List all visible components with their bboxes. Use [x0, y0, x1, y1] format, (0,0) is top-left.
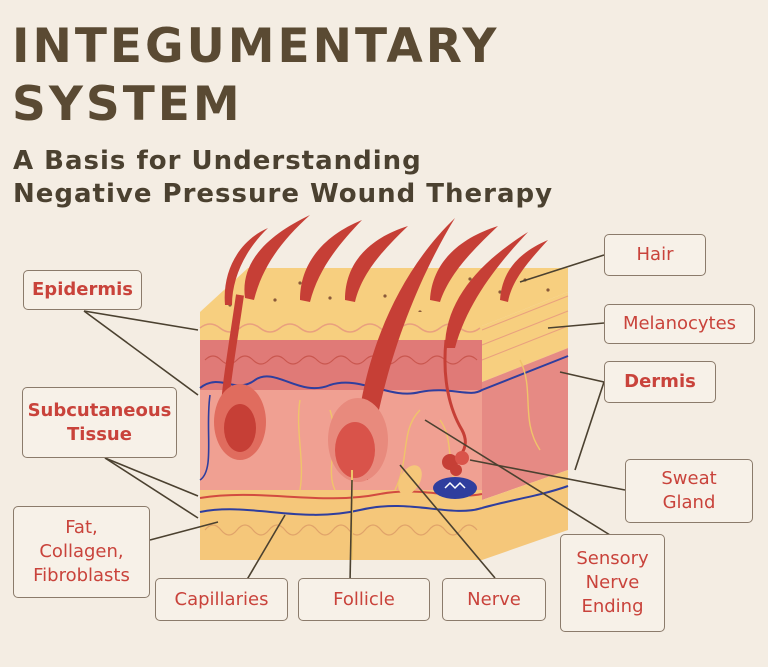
subtitle-line-1: A Basis for Understanding — [13, 146, 422, 176]
papillary-layer — [200, 340, 482, 390]
page-subtitle: A Basis for Understanding Negative Press… — [13, 145, 713, 211]
title-line-2: SYSTEM — [12, 77, 243, 132]
label-dermis: Dermis — [604, 361, 716, 403]
epidermis-cell-pattern — [199, 323, 481, 333]
capillary-line-side — [481, 485, 569, 509]
fat-cell — [398, 465, 422, 495]
epidermis-layer — [200, 312, 482, 340]
fat-cell-pattern — [204, 524, 478, 536]
capillary-line — [199, 505, 483, 516]
label-sensory-nerve-ending: Sensory Nerve Ending — [560, 534, 665, 632]
sweat-gland — [442, 339, 469, 476]
page-title: INTEGUMENTARY SYSTEM — [12, 18, 752, 134]
label-nerve: Nerve — [442, 578, 546, 621]
blood-vessel-2 — [199, 394, 211, 481]
label-sweat-gland: Sweat Gland — [625, 459, 753, 523]
label-follicle: Follicle — [298, 578, 430, 621]
label-epidermis: Epidermis — [23, 270, 142, 310]
title-line-1: INTEGUMENTARY — [12, 19, 500, 74]
sensory-nerve-ending — [433, 477, 477, 499]
hair-follicles — [214, 294, 388, 560]
label-capillaries: Capillaries — [155, 578, 288, 621]
skin-block-side-face — [481, 292, 569, 560]
label-subcutaneous-tissue: Subcutaneous Tissue — [22, 387, 177, 458]
leader-lines — [83, 254, 626, 584]
subtitle-line-2: Negative Pressure Wound Therapy — [13, 179, 554, 209]
label-melanocytes: Melanocytes — [604, 304, 755, 344]
label-fat-collagen-fibroblasts: Fat, Collagen, Fibroblasts — [13, 506, 150, 598]
dermis-cell-pattern — [204, 355, 478, 365]
label-hair: Hair — [604, 234, 706, 276]
